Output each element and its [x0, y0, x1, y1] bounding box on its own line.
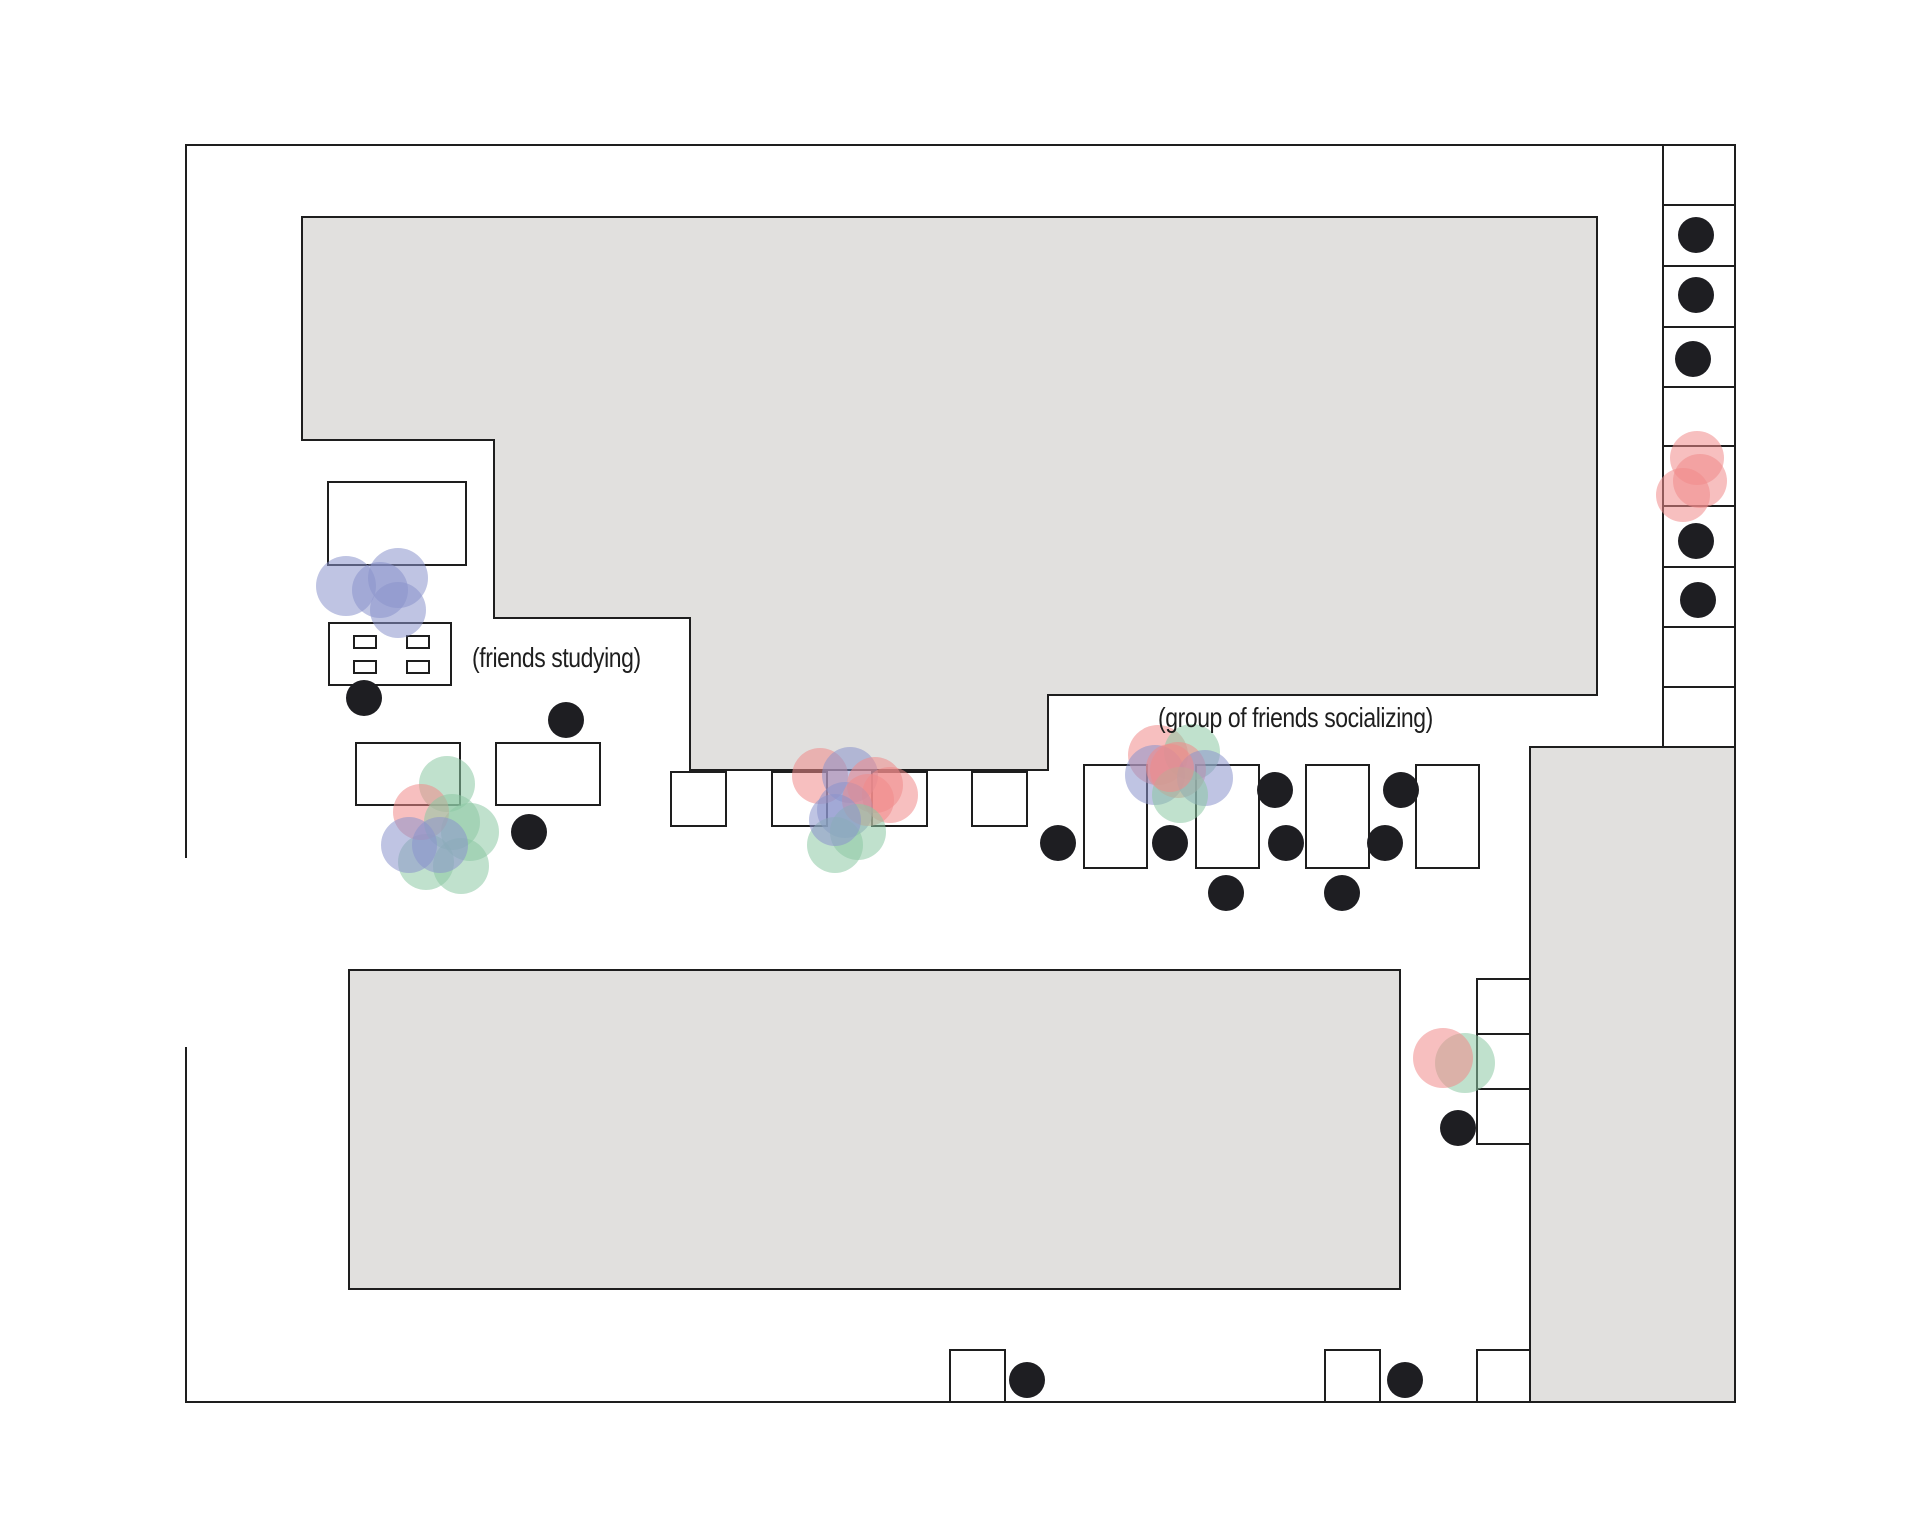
laptop-icon	[353, 660, 377, 674]
stool	[1324, 1349, 1381, 1403]
laptop-icon	[406, 635, 430, 649]
people	[346, 217, 1716, 1398]
observer-mark-red	[1656, 468, 1710, 522]
stool	[1476, 1349, 1531, 1403]
laptop-icon	[353, 635, 377, 649]
building-east	[1529, 746, 1736, 1403]
long-table	[1305, 764, 1370, 869]
building-north	[301, 216, 1598, 771]
person-dot	[1387, 1362, 1423, 1398]
person-dot	[1440, 1110, 1476, 1146]
person-dot	[1152, 825, 1188, 861]
person-dot	[1009, 1362, 1045, 1398]
building-south	[348, 969, 1401, 1290]
bench-cell	[1476, 978, 1531, 1035]
person-dot	[1040, 825, 1076, 861]
observer-mark-blue	[412, 817, 468, 873]
person-dot	[1680, 582, 1716, 618]
annotation-friends-studying: (friends studying)	[472, 642, 641, 673]
person-dot	[511, 814, 547, 850]
person-dot	[1678, 277, 1714, 313]
observer-mark-red	[1413, 1028, 1473, 1088]
stool	[971, 771, 1028, 827]
laptops	[353, 635, 430, 674]
table	[495, 742, 601, 806]
person-dot	[1208, 875, 1244, 911]
person-dot	[1383, 772, 1419, 808]
furniture	[327, 481, 1531, 1403]
observer-mark-blue	[370, 582, 426, 638]
stool	[670, 771, 727, 827]
long-table	[1415, 764, 1480, 869]
person-dot	[1268, 825, 1304, 861]
person-dot	[1257, 772, 1293, 808]
person-dot	[548, 702, 584, 738]
person-dot	[1324, 875, 1360, 911]
stool	[949, 1349, 1006, 1403]
annotation-friends-socializing: (group of friends socializing)	[1158, 702, 1433, 733]
bench-cell	[1476, 1088, 1531, 1145]
person-dot	[1678, 523, 1714, 559]
observer-mark-blue	[809, 794, 861, 846]
person-dot	[1675, 341, 1711, 377]
observer-mark-red	[1146, 744, 1194, 792]
laptop-icon	[406, 660, 430, 674]
buildings	[301, 216, 1736, 1403]
person-dot	[1367, 825, 1403, 861]
person-dot	[346, 680, 382, 716]
observer-marks	[316, 431, 1727, 1093]
person-dot	[1678, 217, 1714, 253]
